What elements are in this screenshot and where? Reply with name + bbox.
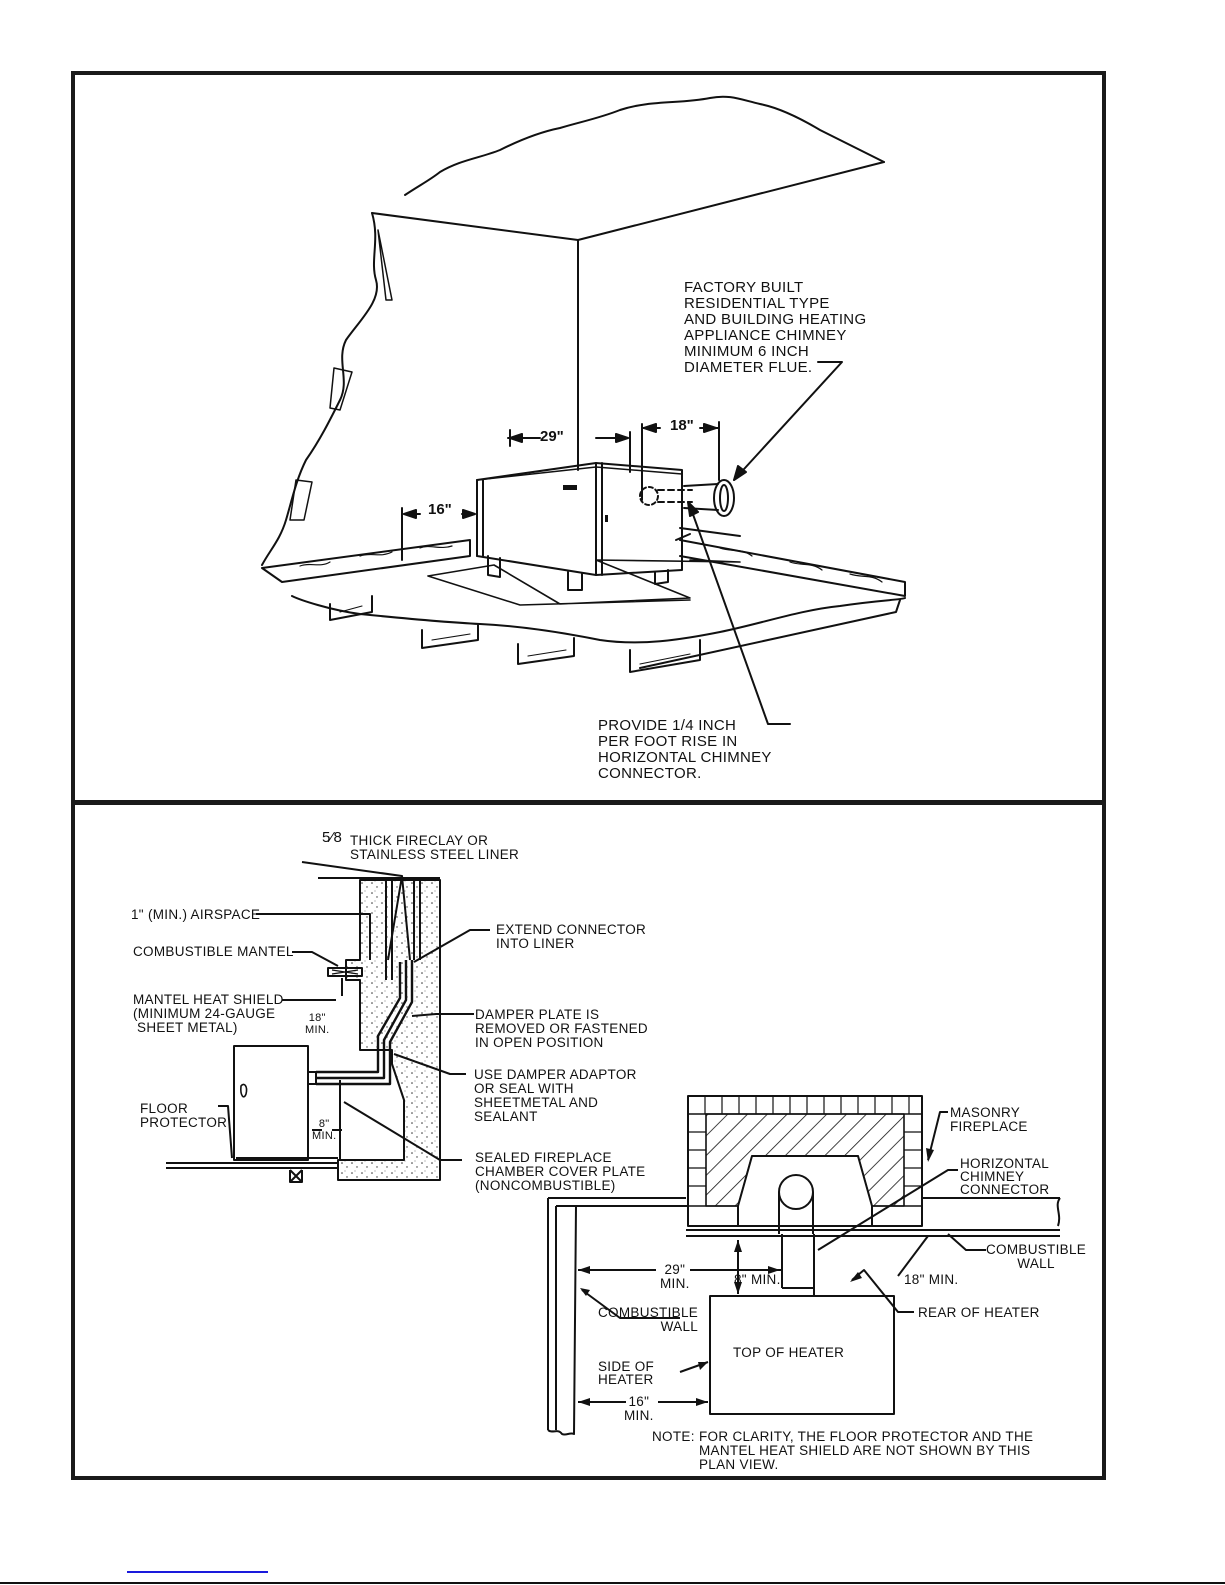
plan-view-note: FOR CLARITY, THE FLOOR PROTECTOR AND THE…	[699, 1429, 1034, 1472]
callout-horizontal-connector: HORIZONTAL CHIMNEY CONNECTOR	[960, 1156, 1050, 1197]
wall-left	[547, 1197, 688, 1430]
callout-chimney: FACTORY BUILT RESIDENTIAL TYPE AND BUILD…	[684, 279, 867, 376]
wall-thimble	[713, 479, 735, 517]
page-frame	[71, 71, 1106, 1480]
heater-section	[233, 1045, 309, 1161]
callout-heat-shield: MANTEL HEAT SHIELD (MINIMUM 24-GAUGE SHE…	[133, 992, 284, 1035]
dim-left-wall: 16" MIN.	[624, 1394, 654, 1423]
callout-damper-adaptor: USE DAMPER ADAPTOR OR SEAL WITH SHEETMET…	[474, 1067, 637, 1124]
joist-2	[421, 623, 479, 649]
callout-rear-of-heater: REAR OF HEATER	[918, 1305, 1040, 1320]
callout-extend-connector: EXTEND CONNECTOR INTO LINER	[496, 922, 647, 951]
fireplace-outer	[687, 1095, 923, 1227]
connector-pipe-top	[778, 1174, 814, 1210]
callout-liner: THICK FIRECLAY OR STAINLESS STEEL LINER	[350, 833, 520, 862]
heater-feet	[487, 555, 669, 591]
joist-4	[629, 639, 701, 673]
chimney-leader	[733, 361, 843, 481]
floor-line	[166, 1157, 338, 1169]
callout-floor-protector: FLOOR PROTECTOR	[140, 1101, 228, 1130]
rise-leader	[689, 505, 791, 725]
callout-mantel: COMBUSTIBLE MANTEL	[133, 944, 294, 959]
ceiling-edge	[404, 95, 885, 196]
floor-plank-right	[679, 539, 906, 597]
torn-wall-edge	[261, 212, 379, 566]
footer-rule	[0, 1582, 1225, 1584]
dim-side-wall: 29" MIN.	[660, 1262, 690, 1291]
liner-leader	[301, 861, 411, 961]
floor-slab	[291, 595, 906, 644]
dim-side-clearance: 16"	[428, 501, 452, 518]
heater-knob	[605, 515, 608, 522]
callout-damper-plate: DAMPER PLATE IS REMOVED OR FASTENED IN O…	[475, 1007, 648, 1050]
dim-rear-to-wall: 18"	[670, 417, 694, 434]
joist-1	[329, 595, 373, 621]
mantel	[327, 967, 363, 977]
dim-front-clearance: 8" MIN.	[312, 1118, 337, 1142]
callout-combustible-wall-left: COMBUSTIBLE WALL	[598, 1305, 699, 1334]
heater-badge	[563, 485, 577, 490]
heater-plan	[709, 1295, 895, 1415]
dim-mantel-clearance: 18" MIN.	[305, 1012, 330, 1036]
callout-connector-rise: PROVIDE 1/4 INCH PER FOOT RISE IN HORIZO…	[598, 717, 772, 782]
floor-protector-pad	[427, 559, 741, 606]
callout-cover-plate: SEALED FIREPLACE CHAMBER COVER PLATE (NO…	[475, 1150, 646, 1193]
callout-side-of-heater: SIDE OF HEATER	[598, 1359, 655, 1387]
panel-divider	[71, 800, 1106, 805]
callout-top-of-heater: TOP OF HEATER	[733, 1345, 845, 1360]
connector-bend	[316, 960, 414, 1086]
joist-3	[517, 637, 575, 665]
callout-combustible-wall-right: COMBUSTIBLE WALL	[986, 1242, 1087, 1271]
wall-back	[686, 1197, 1061, 1237]
dim-front-span: 29"	[540, 428, 564, 445]
joist-x	[289, 1169, 303, 1183]
callout-masonry-fireplace: MASONRY FIREPLACE	[950, 1105, 1028, 1134]
flue-outlet	[639, 486, 659, 506]
note-label: NOTE:	[652, 1429, 695, 1444]
footer-link[interactable]	[127, 1571, 268, 1573]
perspective-drawing	[261, 95, 906, 725]
joist-5	[639, 599, 901, 669]
floor-plank-front	[261, 539, 471, 583]
dim-rear-wall: 18" MIN.	[904, 1272, 959, 1287]
callout-liner-fraction: 5⁄​8	[322, 829, 343, 846]
callout-airspace: 1" (MIN.) AIRSPACE	[131, 907, 261, 922]
dim-to-fireplace: 8" MIN.	[734, 1272, 781, 1287]
